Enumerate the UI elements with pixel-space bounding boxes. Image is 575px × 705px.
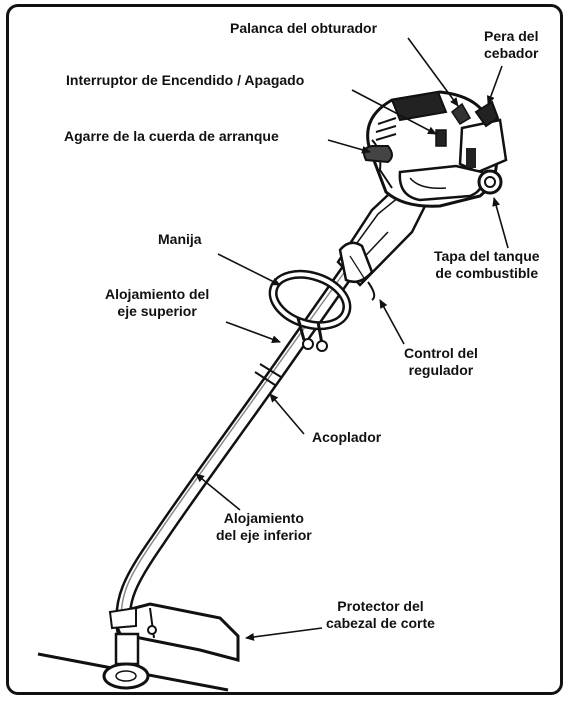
label-handle: Manija bbox=[158, 231, 202, 248]
label-starter-rope-grip: Agarre de la cuerda de arranque bbox=[64, 128, 279, 145]
arrow-coupler bbox=[270, 394, 304, 434]
arrow-starter-grip bbox=[328, 140, 370, 152]
arrow-lower-shaft bbox=[196, 474, 240, 510]
engine bbox=[364, 92, 506, 206]
label-throttle-control: Control del regulador bbox=[404, 345, 478, 379]
label-upper-shaft-housing: Alojamiento del eje superior bbox=[105, 286, 209, 320]
arrow-throttle-control bbox=[380, 300, 404, 344]
arrow-primer-bulb bbox=[488, 66, 502, 104]
arrow-fuel-cap bbox=[494, 198, 508, 248]
label-fuel-tank-cap: Tapa del tanque de combustible bbox=[434, 248, 540, 282]
label-throttle-lever: Palanca del obturador bbox=[230, 20, 377, 37]
label-lower-shaft-housing: Alojamiento del eje inferior bbox=[216, 510, 312, 544]
label-coupler: Acoplador bbox=[312, 429, 381, 446]
label-cutting-head-guard: Protector del cabezal de corte bbox=[326, 598, 435, 632]
arrow-handle bbox=[218, 254, 280, 285]
arrow-upper-shaft bbox=[226, 322, 280, 342]
label-primer-bulb: Pera del cebador bbox=[484, 28, 538, 62]
arrow-cutting-guard bbox=[246, 628, 322, 638]
label-on-off-switch: Interruptor de Encendido / Apagado bbox=[66, 72, 304, 89]
